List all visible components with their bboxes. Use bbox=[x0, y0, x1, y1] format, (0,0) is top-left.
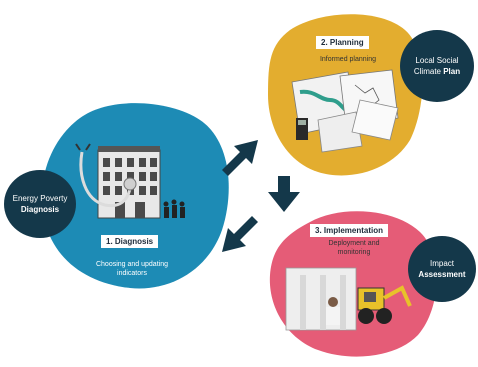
diagnosis-subtitle-line1: Choosing and updating bbox=[95, 261, 168, 268]
planning-badge-line2-prefix: Climate bbox=[413, 67, 444, 76]
implementation-badge: Impact Assessment bbox=[408, 236, 476, 302]
diagnosis-subtitle: Choosing and updating indicators bbox=[76, 260, 188, 278]
planning-subtitle: Informed planning bbox=[319, 56, 377, 63]
arrow-implementation-to-diagnosis bbox=[222, 216, 258, 252]
diagnosis-badge-line2: Diagnosis bbox=[20, 205, 60, 214]
implementation-subtitle: Deployment and monitoring bbox=[304, 239, 404, 257]
planning-badge-line1: Local Social bbox=[415, 56, 459, 65]
maps-documents-icon bbox=[291, 69, 399, 153]
building-stethoscope-icon bbox=[75, 143, 185, 219]
implementation-subtitle-line2: monitoring bbox=[337, 249, 371, 256]
implementation-subtitle-line1: Deployment and bbox=[328, 240, 380, 247]
implementation-title: 3. Implementation bbox=[310, 224, 389, 237]
implementation-badge-line2: Assessment bbox=[418, 270, 466, 279]
diagnosis-subtitle-line2: indicators bbox=[117, 270, 147, 277]
diagnosis-badge: Energy Poverty Diagnosis bbox=[4, 170, 76, 238]
arrow-planning-to-implementation bbox=[268, 176, 300, 212]
planning-badge-line2-bold: Plan bbox=[443, 67, 461, 76]
construction-worker-excavator-icon bbox=[285, 267, 412, 331]
diagnosis-title: 1. Diagnosis bbox=[101, 235, 159, 248]
planning-title: 2. Planning bbox=[316, 36, 369, 49]
planning-badge-line2: Climate Plan bbox=[414, 66, 460, 77]
planning-badge: Local Social Climate Plan bbox=[400, 30, 474, 102]
diagnosis-badge-line1: Energy Poverty bbox=[12, 194, 68, 203]
implementation-badge-line1: Impact bbox=[429, 259, 454, 268]
arrow-diagnosis-to-planning bbox=[222, 140, 258, 176]
